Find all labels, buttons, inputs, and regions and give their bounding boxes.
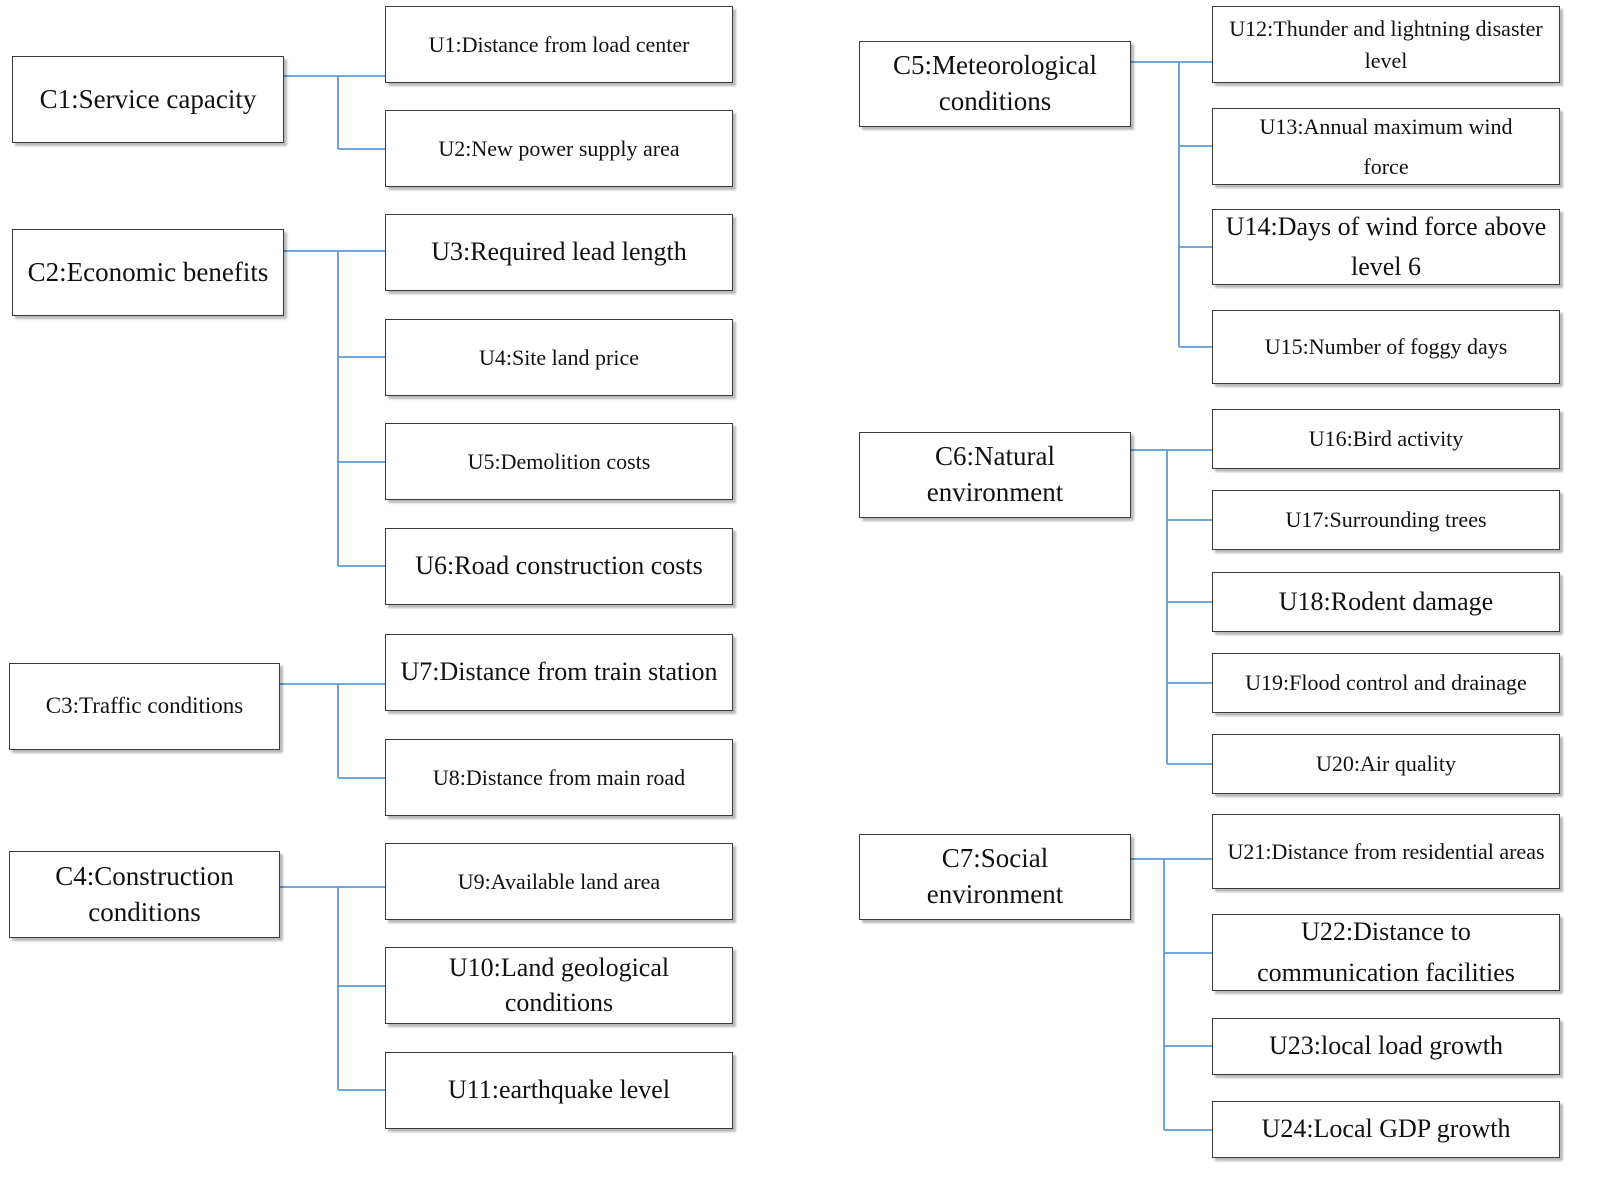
subcriterion-u22: U22:Distance to communication facilities bbox=[1212, 914, 1560, 991]
subcriterion-u9: U9:Available land area bbox=[385, 843, 733, 920]
subcriterion-u24: U24:Local GDP growth bbox=[1212, 1101, 1560, 1158]
subcriterion-u14: U14:Days of wind force above level 6 bbox=[1212, 209, 1560, 285]
subcriterion-u2: U2:New power supply area bbox=[385, 110, 733, 187]
subcriterion-u18: U18:Rodent damage bbox=[1212, 572, 1560, 632]
subcriterion-u7: U7:Distance from train station bbox=[385, 634, 733, 711]
criterion-c6: C6:Natural environment bbox=[859, 432, 1131, 518]
subcriterion-u15: U15:Number of foggy days bbox=[1212, 310, 1560, 384]
subcriterion-u10: U10:Land geological conditions bbox=[385, 947, 733, 1024]
criterion-c3: C3:Traffic conditions bbox=[9, 663, 280, 750]
subcriterion-u6: U6:Road construction costs bbox=[385, 528, 733, 605]
subcriterion-u11: U11:earthquake level bbox=[385, 1052, 733, 1129]
subcriterion-u16: U16:Bird activity bbox=[1212, 409, 1560, 469]
criterion-c2: C2:Economic benefits bbox=[12, 229, 284, 316]
criterion-c1: C1:Service capacity bbox=[12, 56, 284, 143]
subcriterion-u17: U17:Surrounding trees bbox=[1212, 490, 1560, 550]
subcriterion-u19: U19:Flood control and drainage bbox=[1212, 653, 1560, 713]
criterion-c7: C7:Social environment bbox=[859, 834, 1131, 920]
subcriterion-u8: U8:Distance from main road bbox=[385, 739, 733, 816]
subcriterion-u5: U5:Demolition costs bbox=[385, 423, 733, 500]
subcriterion-u3: U3:Required lead length bbox=[385, 214, 733, 291]
criterion-c4: C4:Construction conditions bbox=[9, 851, 280, 938]
subcriterion-u1: U1:Distance from load center bbox=[385, 6, 733, 83]
subcriterion-u20: U20:Air quality bbox=[1212, 734, 1560, 794]
subcriterion-u23: U23:local load growth bbox=[1212, 1018, 1560, 1075]
subcriterion-u13: U13:Annual maximum wind force bbox=[1212, 108, 1560, 185]
subcriterion-u21: U21:Distance from residential areas bbox=[1212, 814, 1560, 889]
subcriterion-u4: U4:Site land price bbox=[385, 319, 733, 396]
subcriterion-u12: U12:Thunder and lightning disaster level bbox=[1212, 6, 1560, 83]
criterion-c5: C5:Meteorological conditions bbox=[859, 41, 1131, 127]
